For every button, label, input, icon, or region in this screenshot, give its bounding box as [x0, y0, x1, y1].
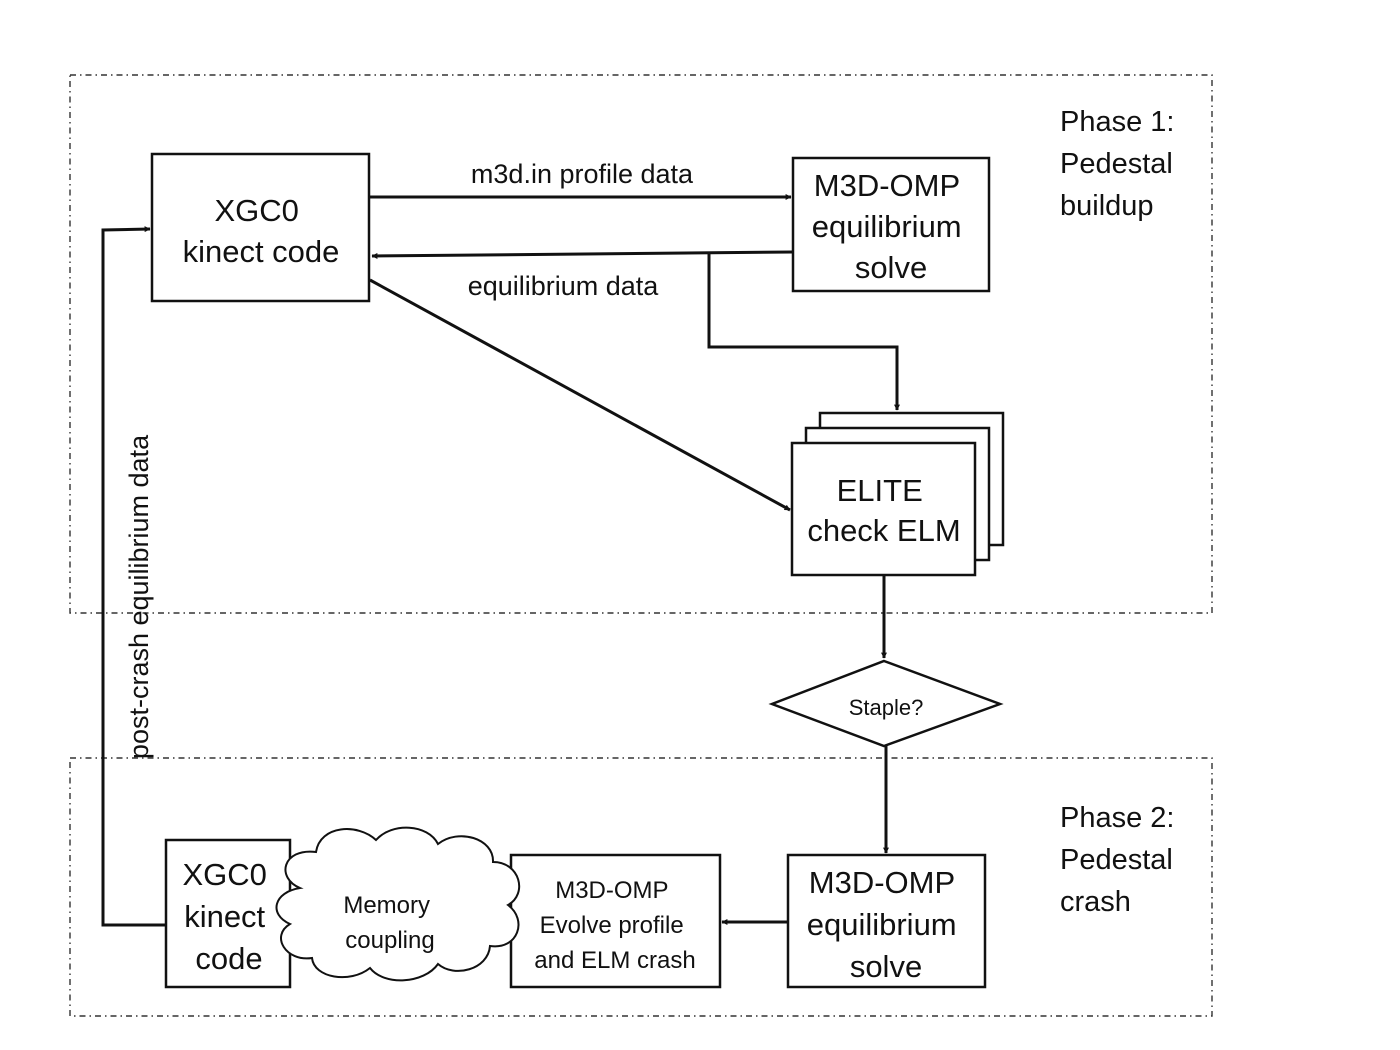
label-profile-data: m3d.in profile data — [471, 159, 694, 189]
memory-coupling-cloud: Memory coupling — [275, 826, 521, 982]
phase-2-label: Phase 2: Pedestal crash — [1060, 802, 1183, 918]
svg-text:M3D-OMP equilibrium: M3D-OMP equilibrium solve — [812, 168, 971, 285]
edge-post-crash-feedback — [101, 226, 166, 927]
svg-text:XGC0 kinect code: XGC0 kinect code — [182, 857, 275, 976]
decision-node: Staple? — [768, 659, 1004, 748]
label-equilibrium-data: equilibrium data — [468, 271, 660, 301]
svg-text:ELITE check ELM: ELITE check ELM — [807, 473, 960, 548]
xgc0-bottom-node: XGC0 kinect code — [164, 838, 292, 989]
edge-m3d-to-elite — [707, 254, 900, 411]
phase-2-region — [69, 757, 1213, 1017]
svg-text:M3D-OMP equilibrium: M3D-OMP equilibrium solve — [807, 865, 966, 984]
svg-text:XGC0 kinect code: XGC0 kinect code — [183, 193, 340, 269]
phase-1-region — [69, 74, 1213, 614]
svg-text:Staple?: Staple? — [849, 695, 924, 720]
svg-text:M3D-OMP Evolve profile: M3D-OMP Evolve profile and ELM crash — [534, 877, 695, 974]
label-post-crash: post-crash equilibrium data — [124, 434, 154, 759]
m3d-top-node: M3D-OMP equilibrium solve — [791, 156, 991, 293]
m3d-bottom-node: M3D-OMP equilibrium solve — [786, 853, 987, 989]
m3d-evolve-node: M3D-OMP Evolve profile and ELM crash — [509, 853, 722, 989]
edge-xgc0-to-elite — [369, 278, 791, 512]
phase-1-label: Phase 1: Pedestal buildup — [1060, 106, 1183, 222]
svg-text:Memory coupling: Memory coupling — [343, 892, 436, 954]
elite-node: ELITE check ELM — [790, 411, 1005, 577]
edge-m3d-to-xgc0 — [371, 250, 794, 259]
xgc0-top-node: XGC0 kinect code — [150, 152, 371, 303]
